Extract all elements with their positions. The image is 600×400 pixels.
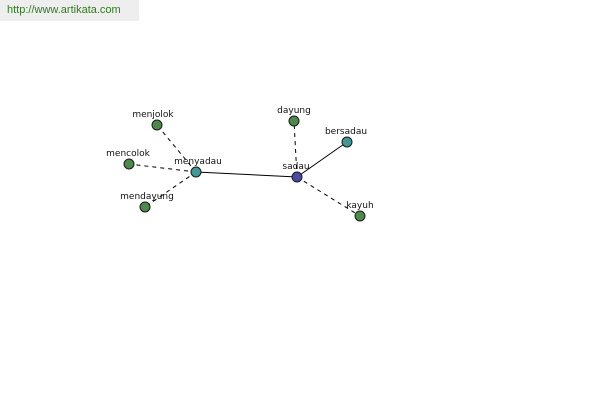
edge-menyadau-mencolok	[128, 163, 197, 173]
node-label-kayuh[interactable]: kayuh	[346, 201, 373, 211]
edge-sadau-menyadau	[195, 171, 298, 178]
node-label-sadau[interactable]: sadau	[282, 162, 309, 172]
node-mendayung[interactable]	[139, 201, 151, 213]
node-label-menyadau[interactable]: menyadau	[174, 157, 222, 167]
node-mencolok[interactable]	[123, 158, 135, 170]
url-banner: http://www.artikata.com	[0, 0, 139, 21]
edge-sadau-dayung	[293, 120, 298, 178]
node-menyadau[interactable]	[190, 166, 202, 178]
nodes-layer	[123, 115, 366, 222]
edges-layer	[128, 120, 361, 217]
node-label-dayung[interactable]: dayung	[277, 106, 311, 116]
node-label-menjolok[interactable]: menjolok	[132, 110, 174, 120]
node-kayuh[interactable]	[354, 210, 366, 222]
node-label-mendayung[interactable]: mendayung	[120, 192, 174, 202]
edge-menyadau-mendayung	[144, 171, 197, 208]
node-menjolok[interactable]	[151, 119, 163, 131]
node-dayung[interactable]	[288, 115, 300, 127]
node-label-bersadau[interactable]: bersadau	[325, 127, 367, 137]
edge-sadau-bersadau	[296, 141, 348, 178]
node-bersadau[interactable]	[341, 136, 353, 148]
edge-menyadau-menjolok	[156, 124, 197, 173]
node-label-mencolok[interactable]: mencolok	[106, 149, 150, 159]
node-sadau[interactable]	[291, 171, 303, 183]
labels-layer: sadau menyadau bersadau dayung kayuh menjolok…	[106, 106, 374, 211]
site-url-link[interactable]: http://www.artikata.com	[7, 4, 121, 16]
